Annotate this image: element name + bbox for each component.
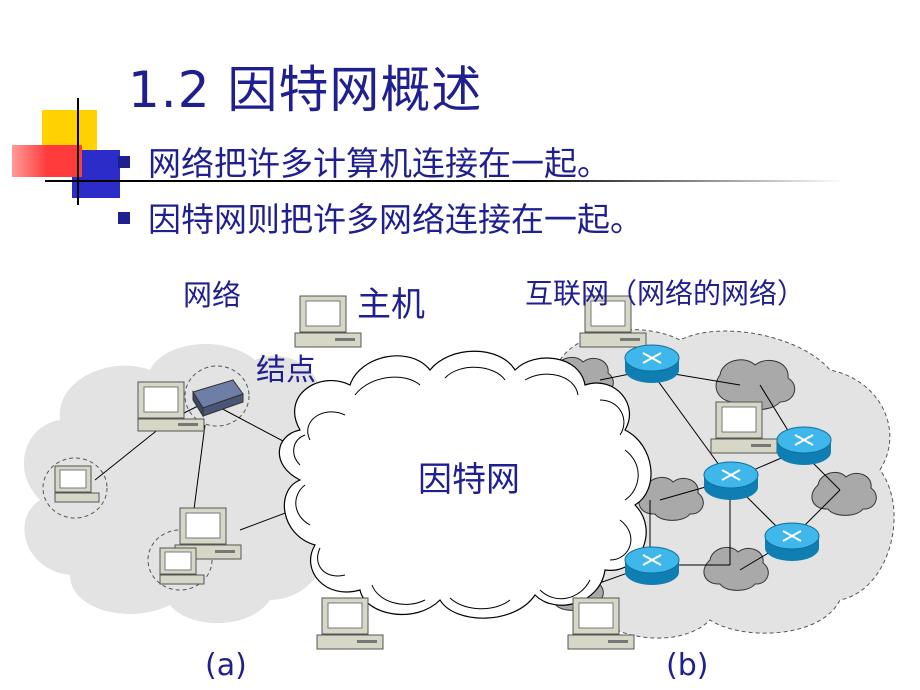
network-cloud-a xyxy=(23,343,347,624)
label-internetwork: 互联网（网络的网络） xyxy=(525,277,806,310)
bullet-item: 网络把许多计算机连接在一起。 xyxy=(118,137,610,185)
hub-icon xyxy=(192,379,244,418)
computer-icon xyxy=(54,465,100,503)
bullet-text: 因特网则把许多网络连接在一起。 xyxy=(148,200,643,239)
bullet-text: 网络把许多计算机连接在一起。 xyxy=(148,144,610,183)
label-network: 网络 xyxy=(183,278,242,312)
bullet-item: 因特网则把许多网络连接在一起。 xyxy=(118,193,643,241)
label-part-b: (b) xyxy=(666,648,709,683)
label-internet: 因特网 xyxy=(418,460,520,500)
computer-icon xyxy=(294,295,362,348)
computer-icon xyxy=(159,547,205,585)
label-part-a: (a) xyxy=(205,648,247,683)
label-node: 结点 xyxy=(256,353,316,388)
bullet-square-icon xyxy=(118,211,130,224)
label-host: 主机 xyxy=(357,285,425,325)
slide-title: 1.2 因特网概述 xyxy=(128,61,483,119)
computer-icon xyxy=(316,597,384,650)
computer-icon xyxy=(710,401,778,454)
logo-decoration xyxy=(12,98,845,205)
computer-icon xyxy=(567,597,635,650)
computer-icon xyxy=(579,295,647,348)
computer-icon xyxy=(137,381,205,432)
bullet-square-icon xyxy=(118,155,130,168)
router-icon xyxy=(624,344,832,585)
